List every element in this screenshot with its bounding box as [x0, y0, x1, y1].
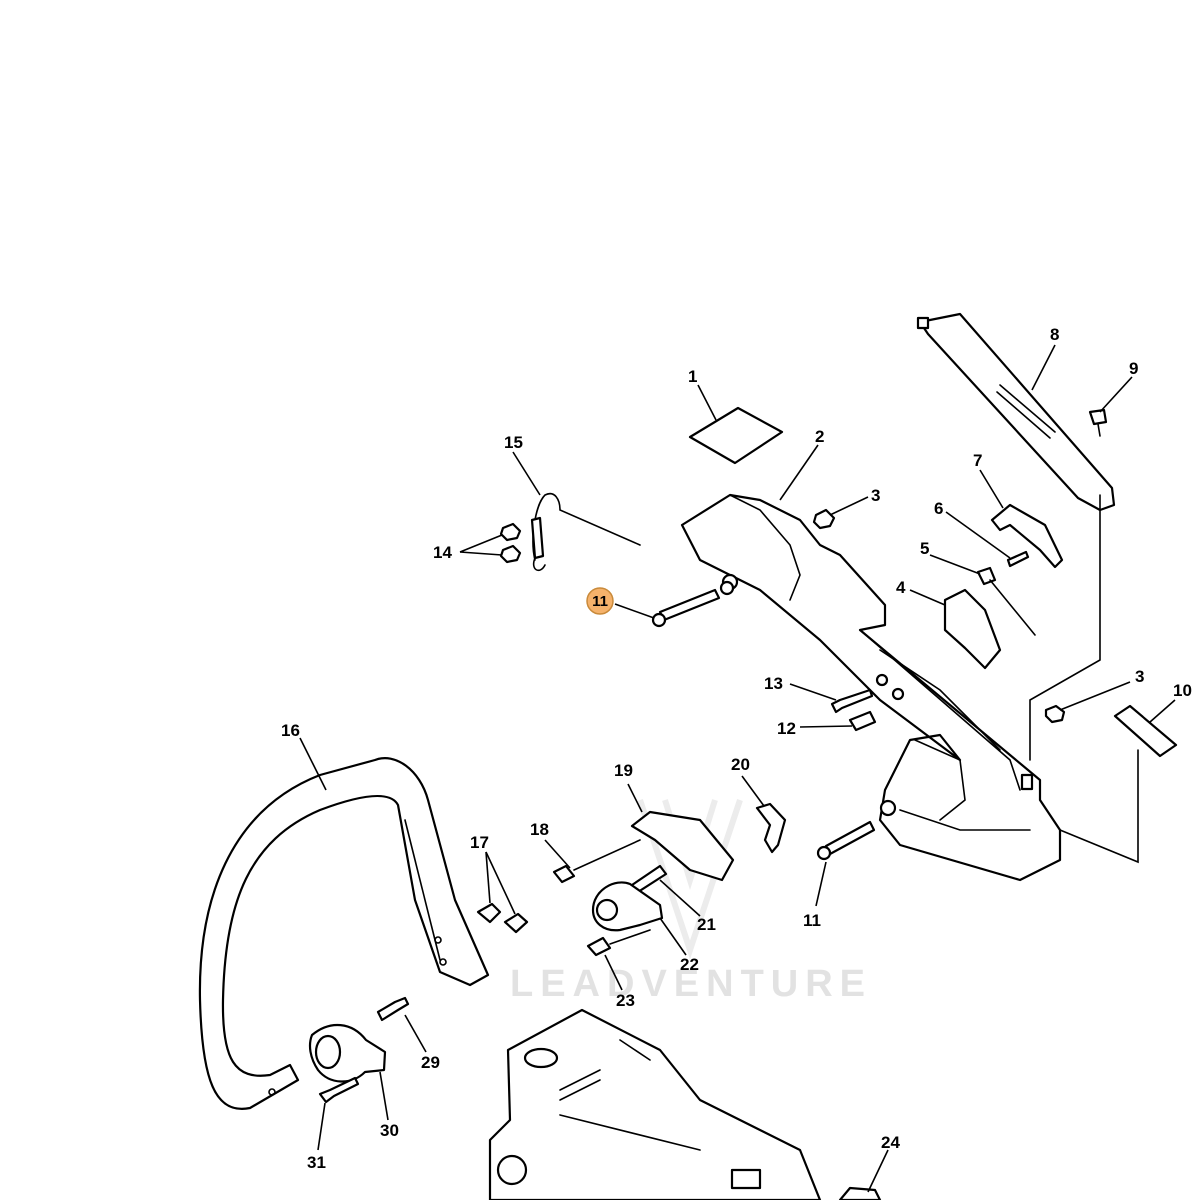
part-throttle-trigger — [990, 503, 1064, 569]
part-pin — [1006, 550, 1030, 568]
callout-4[interactable]: 4 — [896, 578, 906, 597]
callout-14[interactable]: 14 — [433, 543, 452, 562]
callout-23[interactable]: 23 — [616, 991, 635, 1010]
part-clip — [755, 802, 787, 854]
callout-3-lower[interactable]: 3 — [1135, 667, 1144, 686]
callout-29[interactable]: 29 — [421, 1053, 440, 1072]
callout-18[interactable]: 18 — [530, 820, 549, 839]
watermark-text: LEADVENTURE — [510, 963, 872, 1005]
callout-9[interactable]: 9 — [1129, 359, 1138, 378]
part-spring — [976, 566, 997, 586]
callout-24[interactable]: 24 — [881, 1133, 900, 1152]
callout-2[interactable]: 2 — [815, 427, 824, 446]
part-throttle-cable — [530, 492, 641, 572]
part-handle-grip-cover — [916, 312, 1116, 512]
callout-20[interactable]: 20 — [731, 755, 750, 774]
callout-16[interactable]: 16 — [281, 721, 300, 740]
part-engine-housing — [488, 1008, 822, 1200]
callout-8[interactable]: 8 — [1050, 325, 1059, 344]
part-nut-3a — [812, 508, 836, 530]
part-nut-3b — [1044, 704, 1066, 724]
part-screw-17a — [476, 902, 502, 924]
callout-22[interactable]: 22 — [680, 955, 699, 974]
part-screw-12 — [848, 710, 877, 732]
callout-30[interactable]: 30 — [380, 1121, 399, 1140]
part-screw-17b — [503, 912, 529, 934]
callouts: 1 2 3 3 4 5 6 7 8 9 10 11 11 12 13 14 15… — [281, 325, 1192, 1172]
leader-lines — [299, 344, 1176, 1193]
callout-12[interactable]: 12 — [777, 719, 796, 738]
part-bolt-11-upper — [651, 580, 735, 628]
callout-15[interactable]: 15 — [504, 433, 523, 452]
callout-7[interactable]: 7 — [973, 451, 982, 470]
part-screw-13 — [830, 688, 874, 714]
part-nut-14b — [499, 544, 522, 564]
callout-13[interactable]: 13 — [764, 674, 783, 693]
part-bracket-30 — [308, 1023, 387, 1083]
callout-6[interactable]: 6 — [934, 499, 943, 518]
callout-3-upper[interactable]: 3 — [871, 486, 880, 505]
callout-11-lower[interactable]: 11 — [803, 911, 821, 930]
callout-11-highlighted[interactable]: 11 — [586, 587, 614, 615]
callout-17[interactable]: 17 — [470, 833, 489, 852]
callout-19[interactable]: 19 — [614, 761, 633, 780]
part-bolt-11-lower — [816, 820, 876, 861]
part-screw-29 — [376, 996, 410, 1022]
part-front-handlebar — [198, 757, 490, 1110]
part-screw-18 — [552, 864, 576, 884]
callout-5[interactable]: 5 — [920, 539, 929, 558]
callout-10[interactable]: 10 — [1173, 681, 1192, 700]
part-decal — [688, 406, 784, 465]
part-nut-14a — [499, 522, 522, 542]
part-decal-10 — [1113, 704, 1178, 758]
part-screw-9 — [1088, 408, 1108, 437]
part-lockout-lever — [943, 588, 1002, 670]
svg-text:11: 11 — [592, 593, 608, 610]
part-av-mount — [591, 881, 664, 932]
callout-21[interactable]: 21 — [697, 915, 716, 934]
callout-31[interactable]: 31 — [307, 1153, 326, 1172]
callout-1[interactable]: 1 — [688, 367, 697, 386]
part-av-bracket — [630, 810, 735, 882]
part-screw-23 — [586, 936, 612, 957]
part-screw-31 — [318, 1076, 360, 1104]
part-cover-24 — [838, 1186, 882, 1200]
